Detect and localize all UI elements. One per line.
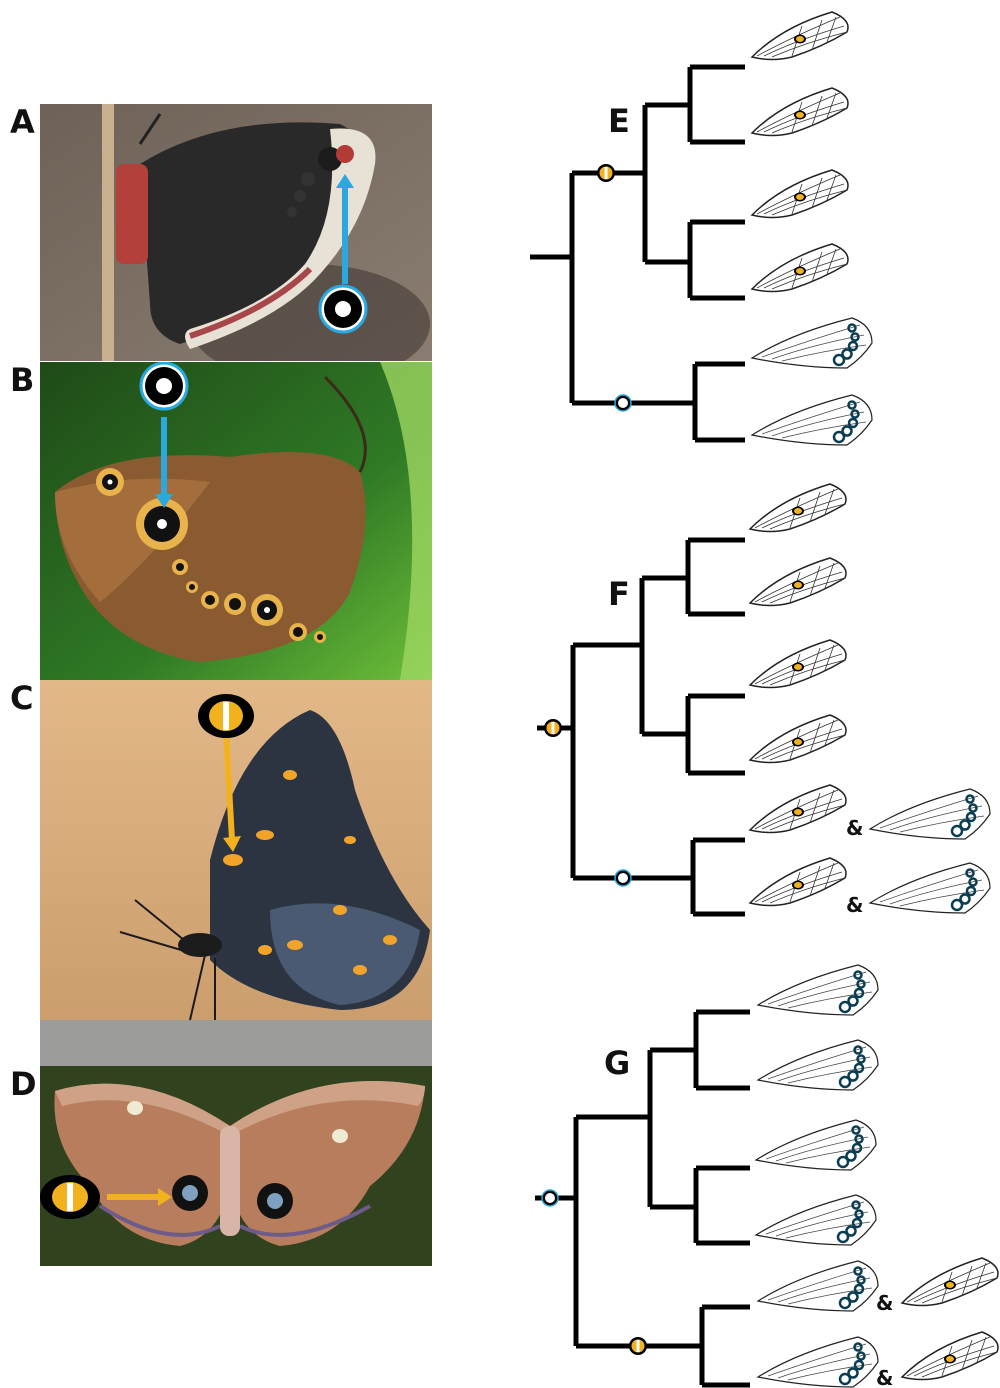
tip-blue-wing-icon [758, 965, 878, 1015]
tip-blue-wing-icon [756, 1195, 876, 1245]
tip-blue-wing-icon [758, 1337, 878, 1387]
tip-yellow-wing-icon [752, 88, 848, 136]
node-yellow-icon [597, 164, 615, 182]
tip-yellow-wing-icon [752, 170, 848, 218]
node-yellow-icon [544, 719, 562, 737]
tip-yellow-wing-icon [750, 640, 846, 688]
tip-yellow-wing-icon [752, 12, 848, 60]
tree-e-branches [530, 67, 745, 440]
pair-separator: & [876, 1366, 893, 1388]
tip-yellow-wing-icon [902, 1332, 998, 1380]
tree-f-branches [537, 540, 745, 914]
pair-separator: & [846, 893, 863, 917]
tip-yellow-wing-icon [750, 858, 846, 906]
tip-blue-wing-icon [752, 318, 872, 368]
tree-label-f: F [608, 575, 630, 613]
node-white-icon [542, 1190, 558, 1206]
tree-g-branches [535, 1012, 750, 1385]
tree-label-e: E [608, 102, 630, 140]
node-white-icon [615, 395, 631, 411]
node-white-icon [615, 870, 631, 886]
tip-blue-wing-icon [756, 1120, 876, 1170]
tip-blue-wing-icon [752, 395, 872, 445]
tip-yellow-wing-icon [750, 558, 846, 606]
tree-label-g: G [604, 1044, 630, 1082]
pair-separator: & [876, 1291, 893, 1315]
tip-blue-wing-icon [870, 789, 990, 839]
tip-yellow-wing-icon [750, 785, 846, 833]
tip-yellow-wing-icon [750, 484, 846, 532]
tip-yellow-wing-icon [902, 1258, 998, 1306]
tip-blue-wing-icon [758, 1261, 878, 1311]
tip-yellow-wing-icon [750, 715, 846, 763]
tip-yellow-wing-icon [752, 244, 848, 292]
tip-blue-wing-icon [870, 863, 990, 913]
pair-separator: & [846, 816, 863, 840]
tip-blue-wing-icon [758, 1040, 878, 1090]
node-yellow-icon [629, 1337, 647, 1355]
